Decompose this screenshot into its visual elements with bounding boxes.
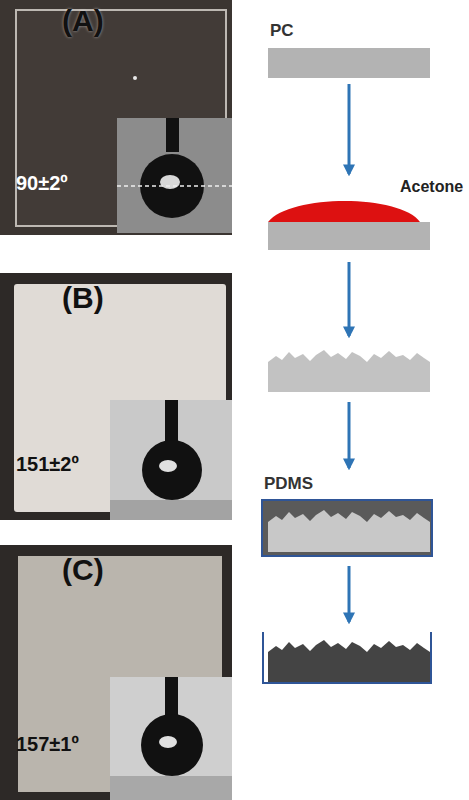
photo-panel: (A) 90±2º (0, 0, 232, 235)
needle (165, 400, 178, 442)
baseline (117, 185, 232, 187)
photo-background (0, 0, 232, 235)
pdms-replica (268, 640, 430, 682)
speck (133, 76, 137, 80)
needle (166, 118, 179, 152)
material-label: PDMS (264, 475, 313, 494)
inset-background (117, 118, 232, 233)
photo-background (0, 545, 232, 800)
rough-pc (268, 350, 430, 392)
water-drop (141, 714, 203, 776)
panel-letter: (A) (62, 4, 104, 37)
process-arrow (348, 566, 351, 622)
photo-panel: (B) 151±2º (0, 273, 232, 520)
process-arrow (348, 262, 351, 336)
rough-pc (268, 510, 430, 552)
acetone-drop (268, 201, 420, 222)
inset-background (110, 677, 232, 800)
material-label: PC (270, 22, 294, 41)
inset-surface (110, 500, 232, 520)
contact-angle: 151±2º (16, 453, 79, 475)
drop-highlight (159, 736, 177, 748)
inset-surface (110, 776, 232, 800)
drop-highlight (160, 175, 180, 189)
pc-slab (268, 222, 430, 250)
needle (165, 677, 178, 717)
water-drop (142, 440, 202, 500)
panel-letter: (B) (62, 281, 104, 314)
contact-angle: 90±2º (16, 172, 68, 194)
photo-panel: (C) 157±1º (0, 545, 232, 800)
inset-background (110, 400, 232, 520)
material-label: Acetone (400, 178, 463, 196)
pdms-mold (262, 500, 432, 556)
pdms-casting: PDMS (262, 500, 432, 556)
contact-angle: 157±1º (16, 733, 79, 755)
panel-letter: (C) (62, 553, 104, 586)
drop-highlight (159, 460, 177, 472)
photo-background (0, 273, 232, 520)
acetone-stage: Acetone (268, 178, 430, 250)
process-arrow (348, 402, 351, 468)
process-arrow (348, 84, 351, 174)
pdms-frame (263, 632, 431, 683)
pc-slab: PC (268, 48, 430, 78)
